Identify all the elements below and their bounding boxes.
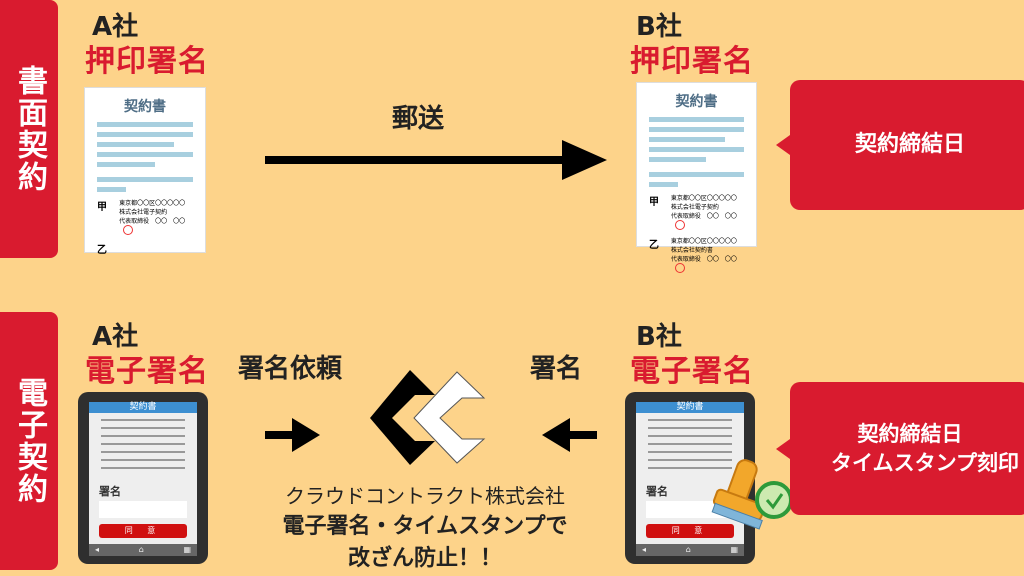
back-icon[interactable]: ◂: [642, 545, 647, 554]
address: 東京都〇〇区〇〇〇〇〇: [670, 238, 737, 245]
party-a: 甲: [649, 197, 659, 208]
company-name: 株式会社電子契約: [119, 209, 168, 216]
contract-document-a: 契約書 甲 東京都〇〇区〇〇〇〇〇株式会社電子契約代表取締役 〇〇 〇〇 乙: [84, 87, 206, 256]
home-icon[interactable]: ⌂: [685, 545, 691, 554]
cloudcontract-logo: [370, 370, 486, 465]
callout-line1: 契約締結日: [857, 422, 963, 447]
arrow-left-icon: [542, 418, 597, 452]
back-icon[interactable]: ◂: [95, 545, 100, 554]
document-title: 契約書: [124, 99, 166, 115]
signature-label: 署名: [99, 485, 121, 498]
mail-label: 郵送: [392, 104, 445, 134]
company-name: 株式会社契約書: [670, 247, 713, 254]
representative: 代表取締役 〇〇 〇〇: [670, 213, 737, 220]
party-a: 甲: [97, 202, 107, 213]
signature-input[interactable]: [646, 501, 734, 518]
section-label-paper: 書面契約: [0, 0, 58, 258]
tablet-title: 契約書: [636, 402, 744, 413]
company-b-action: 押印署名: [630, 44, 754, 79]
company-a-action: 電子署名: [85, 354, 209, 389]
address: 東京都〇〇区〇〇〇〇〇: [119, 200, 186, 207]
document-title: 契約書: [675, 94, 718, 110]
address: 東京都〇〇区〇〇〇〇〇: [670, 195, 737, 202]
party-b: 乙: [649, 240, 659, 251]
menu-icon[interactable]: ▦: [183, 545, 191, 554]
home-icon[interactable]: ⌂: [138, 545, 144, 554]
representative: 代表取締役 〇〇 〇〇: [670, 256, 737, 263]
company-name: 株式会社電子契約: [670, 204, 719, 211]
agree-button[interactable]: 同 意: [99, 524, 187, 538]
tablet-title: 契約書: [89, 402, 197, 413]
company-b-label: B社: [636, 322, 682, 352]
tablet-a: 契約書 署名 同 意 ◂ ⌂ ▦: [78, 392, 208, 564]
callout-line2: タイムスタンプ刻印: [831, 450, 1019, 475]
menu-icon[interactable]: ▦: [730, 545, 738, 554]
callout-contract-date: 契約締結日: [776, 80, 1024, 210]
tablet-b: 契約書 署名 同 意 ◂ ⌂ ▦: [625, 392, 755, 564]
company-a-label: A社: [92, 12, 139, 42]
company-a-action: 押印署名: [85, 44, 209, 79]
seal-icon: [123, 225, 134, 235]
arrow-right-icon: [265, 140, 607, 180]
company-b-action: 電子署名: [630, 354, 754, 389]
company-b-label: B社: [636, 12, 682, 42]
agree-button[interactable]: 同 意: [646, 524, 734, 538]
signature-label: 署名: [646, 485, 668, 498]
provider-name: クラウドコントラクト株式会社: [285, 484, 565, 508]
seal-icon: [674, 263, 685, 273]
company-a-label: A社: [92, 322, 139, 352]
section-label-electronic: 電子契約: [0, 312, 58, 570]
signature-input[interactable]: [99, 501, 187, 518]
request-label: 署名依頼: [238, 354, 343, 384]
callout-text: 契約締結日: [854, 132, 965, 158]
tagline-line2: 改ざん防止！！: [347, 546, 502, 571]
timestamp-stamp-icon: [711, 459, 793, 530]
party-b: 乙: [97, 245, 107, 256]
representative: 代表取締役 〇〇 〇〇: [119, 218, 186, 225]
callout-timestamp: 契約締結日 タイムスタンプ刻印: [776, 382, 1024, 515]
arrow-right-icon: [265, 418, 320, 452]
tagline-line1: 電子署名・タイムスタンプで: [282, 514, 568, 539]
sign-label: 署名: [530, 354, 583, 384]
seal-icon: [674, 220, 685, 230]
contract-document-b: 契約書 甲東京都〇〇区〇〇〇〇〇株式会社電子契約代表取締役 〇〇 〇〇 乙東京都…: [636, 82, 757, 273]
